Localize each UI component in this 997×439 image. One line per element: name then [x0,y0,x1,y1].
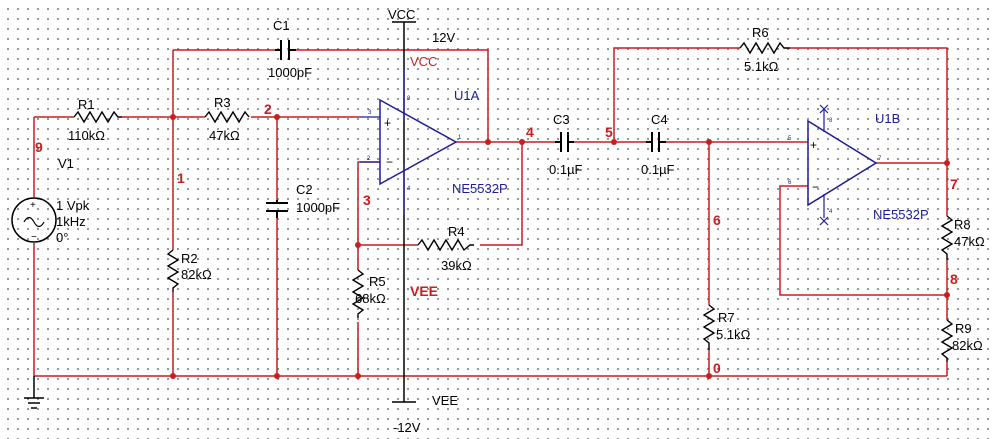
c1-capacitor-icon[interactable] [275,40,296,60]
v1-amplitude: 1 Vpk [56,198,90,213]
net-label-2: 2 [264,101,272,117]
c2-value: 1000pF [296,200,340,215]
vee-value: -12V [393,420,421,435]
u1a-pin-out: 1 [458,135,462,141]
c3-value: 0.1µF [549,162,583,177]
r6-value: 5.1kΩ [744,59,779,74]
u1a-pin-vee: 4 [407,186,411,192]
wires [33,47,948,377]
v1-source-icon[interactable]: + − [11,197,57,243]
wire-r6 [613,47,948,163]
u1b-opamp-icon[interactable]: + − [807,104,878,226]
net-label-5: 5 [605,124,613,140]
r4-resistor-icon[interactable] [417,238,474,252]
r5-value: 68kΩ [355,291,386,306]
r9-value: 82kΩ [952,338,983,353]
c2-capacitor-icon[interactable] [266,200,288,218]
r2-resistor-icon[interactable] [166,249,180,292]
u1a-pin-pos: 3 [368,110,372,116]
net-label-6: 6 [713,212,721,228]
r2-ref: R2 [181,251,198,266]
r6-ref: R6 [752,25,769,40]
r8-ref: R8 [954,217,971,232]
r5-resistor-icon[interactable] [351,269,365,318]
u1b-part: NE5532P [873,207,929,222]
vee-symbol-label: VEE [432,393,458,408]
net-label-1: 1 [177,170,185,186]
r3-ref: R3 [214,95,231,110]
svg-text:+: + [810,138,817,152]
vcc-symbol-label: VCC [388,7,415,22]
r2-value: 82kΩ [181,267,212,282]
c1-ref: C1 [273,18,290,33]
junctions [170,114,950,379]
wire-c1-out [296,49,489,142]
r5-ref: R5 [369,274,386,289]
net-label-0: 0 [713,360,721,376]
wire-node6 [666,141,808,376]
vcc-net-label: VCC [410,54,437,69]
v1-frequency: 1kHz [56,214,86,229]
r3-value: 47kΩ [209,128,240,143]
net-label-8: 8 [950,271,958,287]
r6-resistor-icon[interactable] [739,41,790,55]
u1a-ref: U1A [454,88,480,103]
v1-ref: V1 [58,156,74,171]
svg-text:−: − [812,180,819,194]
v1-phase: 0° [56,230,68,245]
net-label-9: 9 [35,139,43,155]
c3-capacitor-icon[interactable] [555,132,574,152]
c4-ref: C4 [651,112,668,127]
r9-resistor-icon[interactable] [940,319,954,362]
wire-u1b-fb [779,185,947,296]
r1-resistor-icon[interactable] [73,110,122,124]
r4-value: 39kΩ [441,258,472,273]
c3-ref: C3 [553,112,570,127]
r7-resistor-icon[interactable] [702,304,716,350]
vcc-value: 12V [432,30,455,45]
ground-icon[interactable] [24,376,44,409]
r7-value: 5.1kΩ [716,327,751,342]
u1b-pin-out: 7 [878,156,882,162]
u1b-pin-neg: 6 [788,180,792,186]
svg-text:+: + [30,200,36,211]
r8-value: 47kΩ [954,234,985,249]
r9-ref: R9 [955,321,972,336]
u1a-part: NE5532P [452,181,508,196]
u1b-pin-vcc: 8 [829,118,833,124]
u1b-pin-vee: 4 [829,209,833,215]
u1a-opamp-icon[interactable]: + − [360,70,458,215]
c1-value: 1000pF [268,65,312,80]
r7-ref: R7 [718,310,735,325]
r1-ref: R1 [78,97,95,112]
r3-resistor-icon[interactable] [204,110,250,124]
svg-text:−: − [386,155,393,169]
vee-net-label: VEE [410,283,438,299]
u1a-pin-vcc: 8 [407,96,411,102]
net-label-4: 4 [526,124,534,140]
r4-ref: R4 [448,224,465,239]
r8-resistor-icon[interactable] [940,215,954,260]
c4-capacitor-icon[interactable] [646,132,666,152]
u1b-pin-pos: 5 [788,136,792,142]
net-label-3: 3 [363,192,371,208]
c2-ref: C2 [296,182,313,197]
c4-value: 0.1µF [641,162,675,177]
u1b-ref: U1B [875,111,900,126]
svg-text:+: + [384,116,391,130]
svg-text:−: − [31,232,37,243]
u1a-pin-neg: 2 [367,156,371,162]
r1-value: 110kΩ [68,128,105,143]
net-label-7: 7 [950,176,958,192]
